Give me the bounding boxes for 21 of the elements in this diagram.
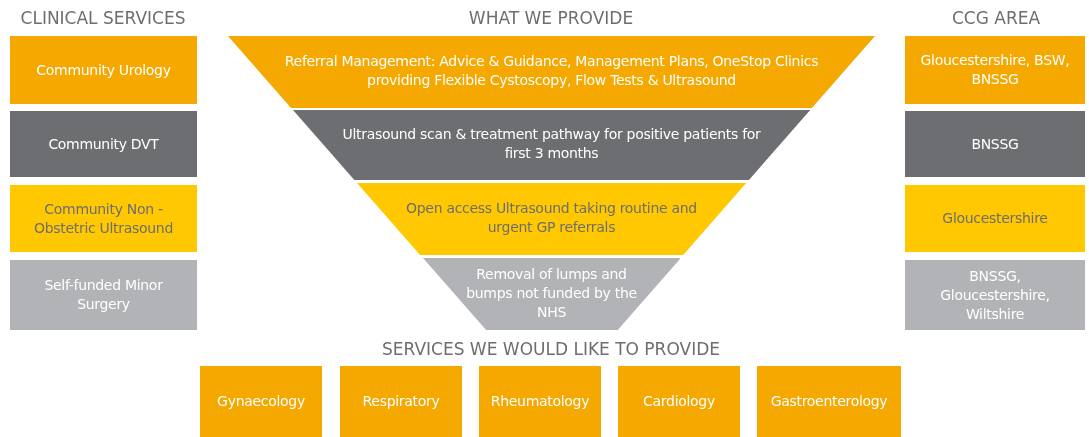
service-box: Self-funded Minor Surgery <box>10 260 197 330</box>
section-heading: CLINICAL SERVICES <box>20 8 186 28</box>
section-heading: CCG AREA <box>951 8 1041 28</box>
section-heading: WHAT WE PROVIDE <box>468 8 634 28</box>
service-box: Rheumatology <box>479 366 601 437</box>
service-box: Gynaecology <box>200 366 322 437</box>
area-box: BNSSG, Gloucestershire, Wiltshire <box>905 260 1085 330</box>
service-box: Gastroenterology <box>757 366 901 437</box>
service-box: Community Non - Obstetric Ultrasound <box>10 185 197 252</box>
area-box: Gloucestershire, BSW, BNSSG <box>905 36 1085 104</box>
funnel-band: Removal of lumps and bumps not funded by the NHS <box>422 258 681 330</box>
funnel-band: Open access Ultrasound taking routine and urgent GP referrals <box>356 183 747 255</box>
section-heading: SERVICES WE WOULD LIKE TO PROVIDE <box>382 339 720 359</box>
area-box: BNSSG <box>905 111 1085 177</box>
funnel-band: Referral Management: Advice & Guidance, Management Plans, OneStop Clinics providing Flexible Cystoscopy, Flow Tests & Ultrasound <box>228 36 875 108</box>
funnel-band: Ultrasound scan & treatment pathway for positive patients for first 3 months <box>292 110 811 180</box>
area-box: Gloucestershire <box>905 185 1085 252</box>
service-box: Community Urology <box>10 36 197 104</box>
service-box: Community DVT <box>10 111 197 177</box>
service-box: Cardiology <box>618 366 740 437</box>
service-box: Respiratory <box>340 366 462 437</box>
